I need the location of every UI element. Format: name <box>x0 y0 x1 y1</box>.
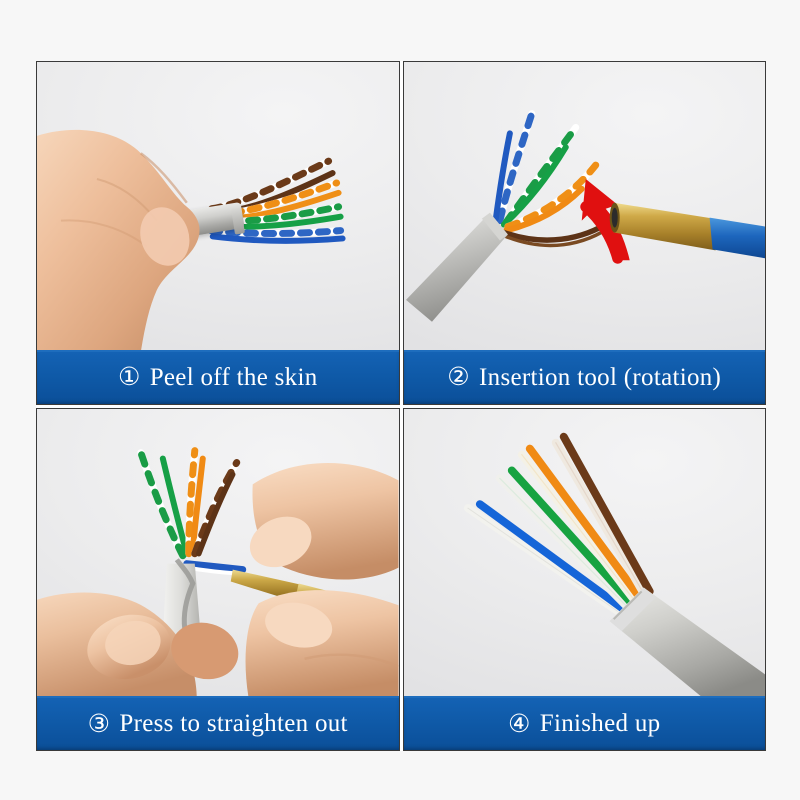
eight-straight-wires <box>463 432 654 615</box>
cable-sheath <box>405 212 508 322</box>
hand <box>37 129 200 350</box>
instruction-grid: ① Peel off the skin <box>36 61 766 751</box>
panel-1-photo <box>37 62 399 350</box>
panel-1-caption-text: Peel off the skin <box>149 363 318 391</box>
panel-4-caption: ④ Finished up <box>403 696 765 750</box>
brass-tool-tip <box>609 202 765 259</box>
cable-sheath <box>609 586 765 696</box>
panel-3-caption-text: Press to straighten out <box>119 710 348 737</box>
panel-2-number: ② <box>447 364 471 391</box>
panel-1-number: ① <box>117 364 141 391</box>
panel-2: ② Insertion tool (rotation) <box>402 61 766 405</box>
panel-1: ① Peel off the skin <box>36 61 400 405</box>
splayed-wires <box>137 446 247 576</box>
panel-3-number: ③ <box>87 710 111 738</box>
panel-4: ④ Finished up <box>402 407 766 751</box>
panel-2-caption-text: Insertion tool (rotation) <box>479 363 722 391</box>
panel-3-caption: ③ Press to straighten out <box>37 696 399 750</box>
fanned-wires <box>492 110 615 248</box>
panel-2-photo <box>403 62 765 350</box>
panel-3-photo <box>37 408 399 696</box>
rotation-arrow-icon <box>579 178 630 264</box>
right-hand-with-tool <box>230 462 399 696</box>
panel-4-caption-text: Finished up <box>539 710 661 737</box>
panel-4-photo <box>403 408 765 696</box>
panel-3: ③ Press to straighten out <box>36 407 400 751</box>
left-hand <box>37 557 239 696</box>
panel-1-caption: ① Peel off the skin <box>37 349 399 404</box>
panel-2-caption: ② Insertion tool (rotation) <box>403 349 765 404</box>
panel-4-number: ④ <box>508 710 531 738</box>
